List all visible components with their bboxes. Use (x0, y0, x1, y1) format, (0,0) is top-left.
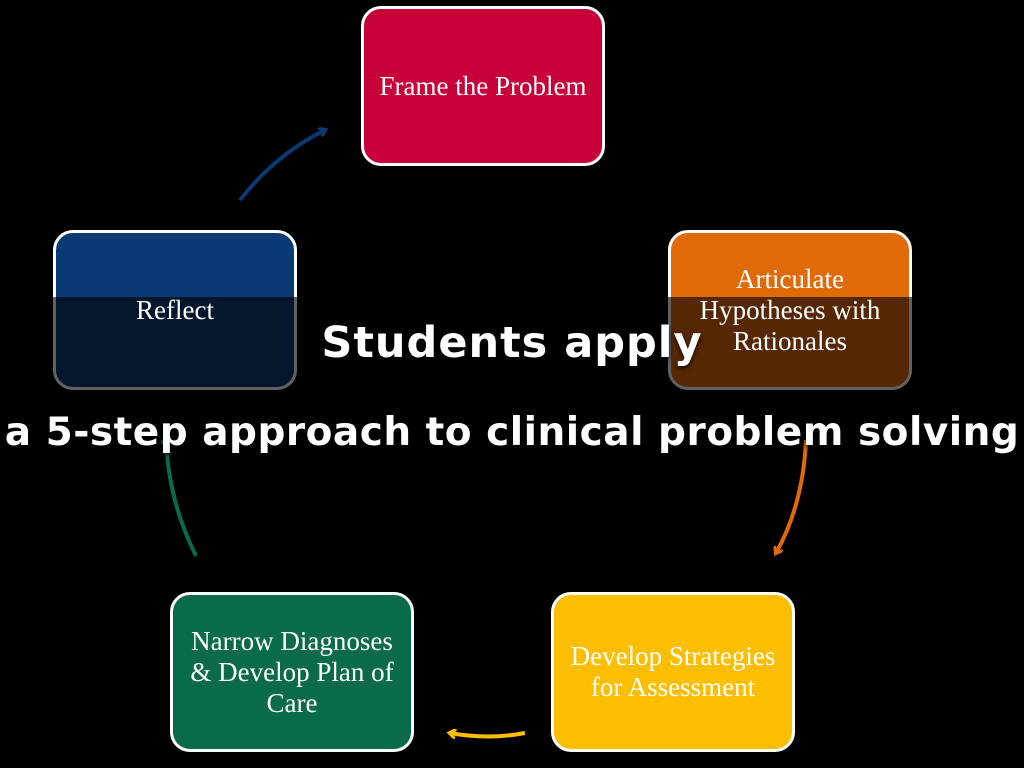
step-label: Frame the Problem (379, 70, 587, 101)
step-label: Articulate Hypotheses with Rationales (699, 263, 881, 356)
headline-backdrop (0, 297, 1024, 397)
headline-line-2: a 5-step approach to clinical problem so… (4, 410, 1020, 455)
arrow-narrow-to-reflect (166, 438, 198, 557)
step-label: Reflect (136, 294, 214, 325)
headline-line-1: Students apply (321, 318, 703, 368)
step-label: Develop Strategies for Assessment (570, 641, 776, 702)
step-articulate-hypotheses: Articulate Hypotheses with Rationales (668, 230, 912, 390)
step-frame-the-problem: Frame the Problem (361, 6, 605, 166)
step-label: Narrow Diagnoses & Develop Plan of Care (190, 625, 394, 718)
arrow-articulate-to-develop (776, 439, 808, 553)
step-narrow-diagnoses: Narrow Diagnoses & Develop Plan of Care (170, 592, 414, 752)
arrow-reflect-to-frame (238, 130, 325, 202)
arrow-develop-to-narrow (450, 733, 526, 737)
step-develop-strategies: Develop Strategies for Assessment (551, 592, 795, 752)
